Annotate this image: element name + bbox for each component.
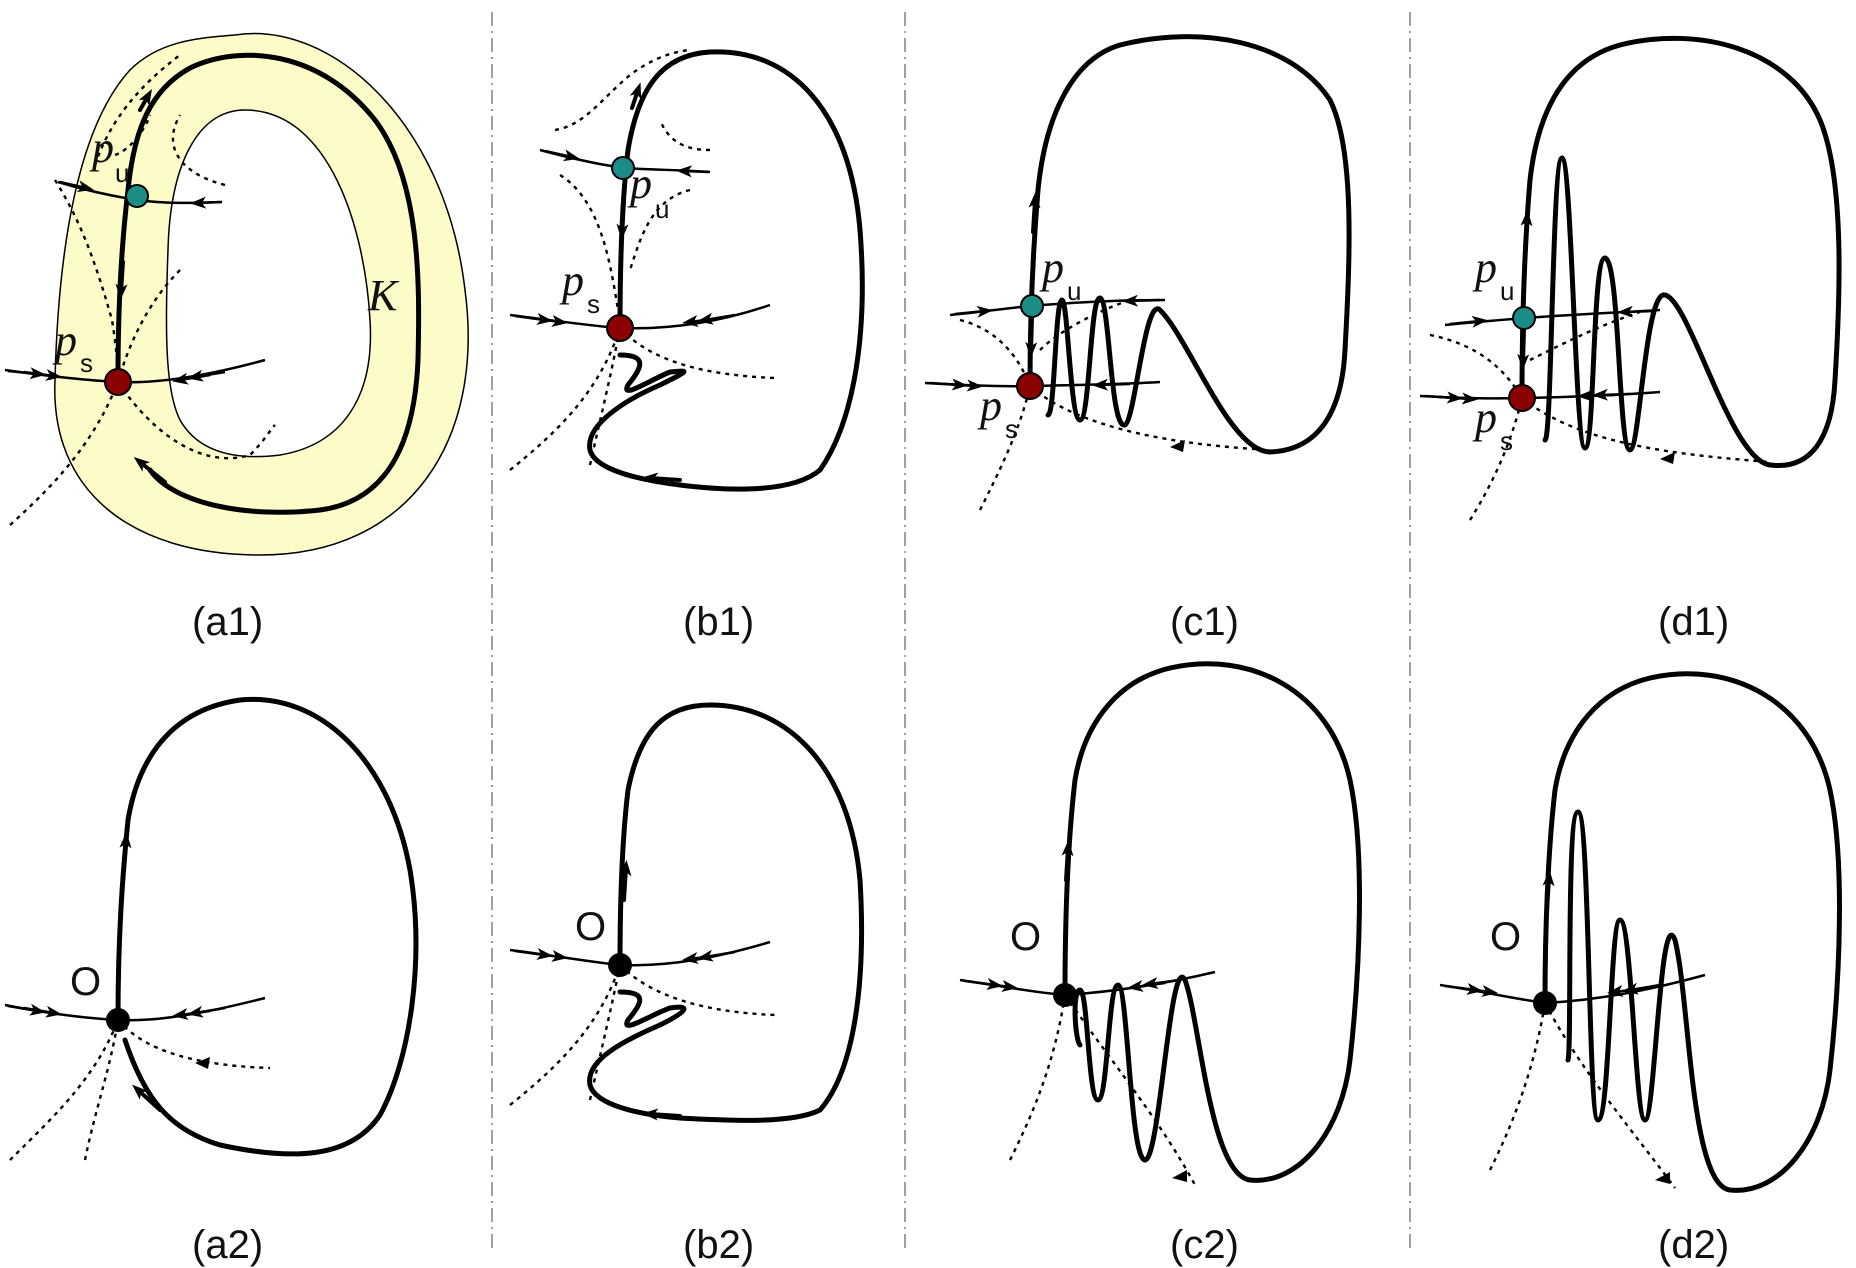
point-origin-a2: [106, 1008, 130, 1032]
orbit-c2: [1062, 661, 1362, 1183]
label-ps-a1: p: [52, 316, 77, 365]
panel-a2: O (a2): [4, 696, 419, 1267]
orbit-d1: [1519, 35, 1842, 469]
panel-b2: O (b2): [509, 702, 865, 1267]
label-K: K: [367, 271, 400, 320]
point-origin-d2: [1533, 991, 1557, 1015]
orbit-b2: [587, 702, 865, 1123]
label-pu-c1: p: [1039, 243, 1064, 292]
point-ps-c1: [1016, 372, 1044, 400]
label-ps-c1: p: [977, 381, 1002, 430]
panel-a1: p u p s K (a1): [4, 32, 469, 644]
panel-c2: O (c2): [959, 661, 1362, 1267]
point-ps-d1: [1508, 384, 1536, 412]
orbit-a2: [115, 696, 419, 1157]
panel-c1: p u p s (c1): [924, 34, 1352, 644]
label-ps-sub-b1: s: [587, 289, 600, 319]
label-pu-b1: p: [627, 159, 652, 208]
label-origin-b2: O: [575, 905, 606, 949]
label-ps-sub-a1: s: [80, 348, 93, 378]
caption-d2: (d2): [1658, 1223, 1729, 1267]
label-pu-sub-a1: u: [115, 158, 129, 188]
label-pu-sub-d1: u: [1500, 276, 1514, 306]
label-pu-a1: p: [89, 123, 114, 172]
label-ps-b1: p: [559, 256, 584, 305]
caption-a1: (a1): [192, 600, 263, 644]
point-ps-b1: [606, 314, 634, 342]
label-ps-d1: p: [1472, 393, 1497, 442]
caption-b1: (b1): [683, 600, 754, 644]
label-ps-sub-c1: s: [1005, 414, 1018, 444]
point-pu-c1: [1020, 294, 1044, 318]
panel-b1: p u p s (b1): [509, 48, 865, 644]
point-pu-a1: [125, 184, 149, 208]
label-origin-a2: O: [70, 960, 101, 1004]
point-origin-c2: [1053, 983, 1077, 1007]
panel-d1: p u p s (d1): [1419, 35, 1842, 644]
panel-d2: O (d2): [1439, 671, 1842, 1267]
point-pu-b1: [611, 156, 635, 180]
label-pu-sub-c1: u: [1067, 276, 1081, 306]
caption-a2: (a2): [192, 1223, 263, 1267]
caption-c2: (c2): [1170, 1223, 1239, 1267]
point-pu-d1: [1512, 306, 1536, 330]
label-origin-d2: O: [1490, 915, 1521, 959]
point-ps-a1: [104, 368, 132, 396]
orbit-c1: [1027, 34, 1352, 455]
annulus-K: [54, 32, 469, 556]
point-origin-b2: [608, 953, 632, 977]
label-pu-sub-b1: u: [655, 194, 669, 224]
orbit-b1: [587, 49, 865, 492]
label-ps-sub-d1: s: [1500, 426, 1513, 456]
label-origin-c2: O: [1010, 915, 1041, 959]
label-pu-d1: p: [1472, 243, 1497, 292]
caption-d1: (d1): [1658, 600, 1729, 644]
caption-c1: (c1): [1170, 600, 1239, 644]
orbit-d2: [1542, 671, 1842, 1193]
caption-b2: (b2): [683, 1223, 754, 1267]
